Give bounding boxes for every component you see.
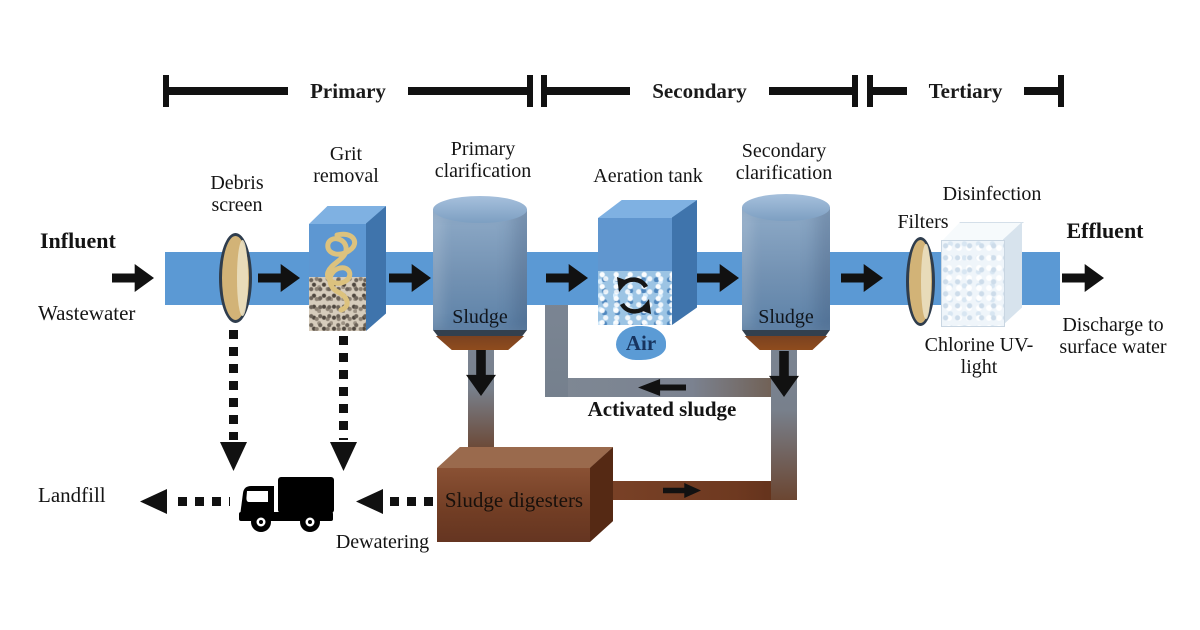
bracket-line <box>1024 87 1058 95</box>
stage-bracket-tertiary: Tertiary <box>867 75 1064 107</box>
influent-label: Influent <box>40 228 116 253</box>
effluent-label: Effluent <box>1066 218 1144 243</box>
grit-box-side <box>366 206 386 331</box>
stage-bracket-primary: Primary <box>163 75 534 107</box>
primary-clarifier-top <box>433 196 527 223</box>
secondary-clarifier-funnel <box>744 336 828 350</box>
air-label: Air <box>625 330 657 355</box>
aeration-box-top <box>598 200 697 218</box>
primary-clarifier-body <box>433 209 527 330</box>
landfill-label: Landfill <box>38 483 106 507</box>
secondary-clarifier-body <box>742 207 830 330</box>
digester-box-front <box>437 468 590 542</box>
landfill-dashed-line <box>178 497 230 506</box>
air-bubble: Air <box>616 326 666 360</box>
primary-clarifier-funnel <box>435 336 525 350</box>
activated-sludge-label: Activated sludge <box>587 397 737 421</box>
bracket-tick <box>527 75 534 107</box>
bracket-line <box>169 87 289 95</box>
bracket-line <box>873 87 907 95</box>
disinfection-label: Disinfection <box>942 183 1042 205</box>
bracket-line <box>547 87 631 95</box>
disinfection-cube-side <box>1003 222 1022 325</box>
dewatering-label: Dewatering <box>335 531 430 553</box>
aeration-box-side <box>672 200 697 325</box>
secondary-clarifier-rim <box>742 330 830 336</box>
bracket-line <box>768 87 852 95</box>
grit-removal-label: Grit removal <box>313 143 379 188</box>
grit-box-top <box>309 206 386 224</box>
wastewater-label: Wastewater <box>38 301 136 325</box>
activated-sludge-return-riser-pipe <box>545 300 568 397</box>
bracket-tick <box>541 75 547 107</box>
truck-icon <box>239 477 334 532</box>
dewatering-dashed-line <box>390 497 434 506</box>
recycle-arrows-icon <box>617 277 651 314</box>
sludge-digesters-label: Sludge digesters <box>444 488 584 512</box>
filters-label: Filters <box>897 211 949 233</box>
grit-gravel-texture <box>309 277 366 331</box>
stage-bracket-secondary: Secondary <box>541 75 858 107</box>
influent-arrow-icon <box>112 264 154 292</box>
discharge-label: Discharge to surface water <box>1059 314 1167 359</box>
debris-waste-dashed-line <box>229 330 238 440</box>
aeration-box-front <box>598 218 672 271</box>
grit-waste-dashed-line <box>339 336 348 440</box>
bracket-tick <box>867 75 873 107</box>
effluent-arrow-icon <box>1062 264 1104 292</box>
primary-clarifier-rim <box>433 330 527 336</box>
aeration-tank-label: Aeration tank <box>593 165 703 187</box>
chlorine-uv-label: Chlorine UV-light <box>924 334 1034 379</box>
bracket-tick <box>852 75 858 107</box>
bracket-line <box>407 87 528 95</box>
primary-sludge-label: Sludge <box>452 306 508 328</box>
disinfection-cube-front <box>941 240 1005 327</box>
dewatering-arrowhead-icon <box>356 489 383 514</box>
grit-waste-arrowhead-icon <box>330 442 357 471</box>
primary-clarification-label: Primary clarification <box>434 138 532 183</box>
grit-coil-screw-icon <box>325 231 357 313</box>
landfill-arrowhead-icon <box>140 489 167 514</box>
stage-label-primary: Primary <box>310 78 386 103</box>
stage-label-tertiary: Tertiary <box>928 78 1003 103</box>
debris-screen-label: Debris screen <box>210 172 264 217</box>
secondary-clarifier-top <box>742 194 830 221</box>
secondary-clarification-label: Secondary clarification <box>735 140 833 185</box>
debris-screen-icon <box>219 233 252 323</box>
secondary-sludge-label: Sludge <box>758 306 814 328</box>
digester-box-side <box>590 447 613 542</box>
bracket-tick <box>1058 75 1064 107</box>
debris-waste-arrowhead-icon <box>220 442 247 471</box>
digester-box-top <box>437 447 613 468</box>
filters-disc-icon <box>906 237 935 326</box>
stage-label-secondary: Secondary <box>652 78 747 103</box>
bracket-tick <box>163 75 169 107</box>
